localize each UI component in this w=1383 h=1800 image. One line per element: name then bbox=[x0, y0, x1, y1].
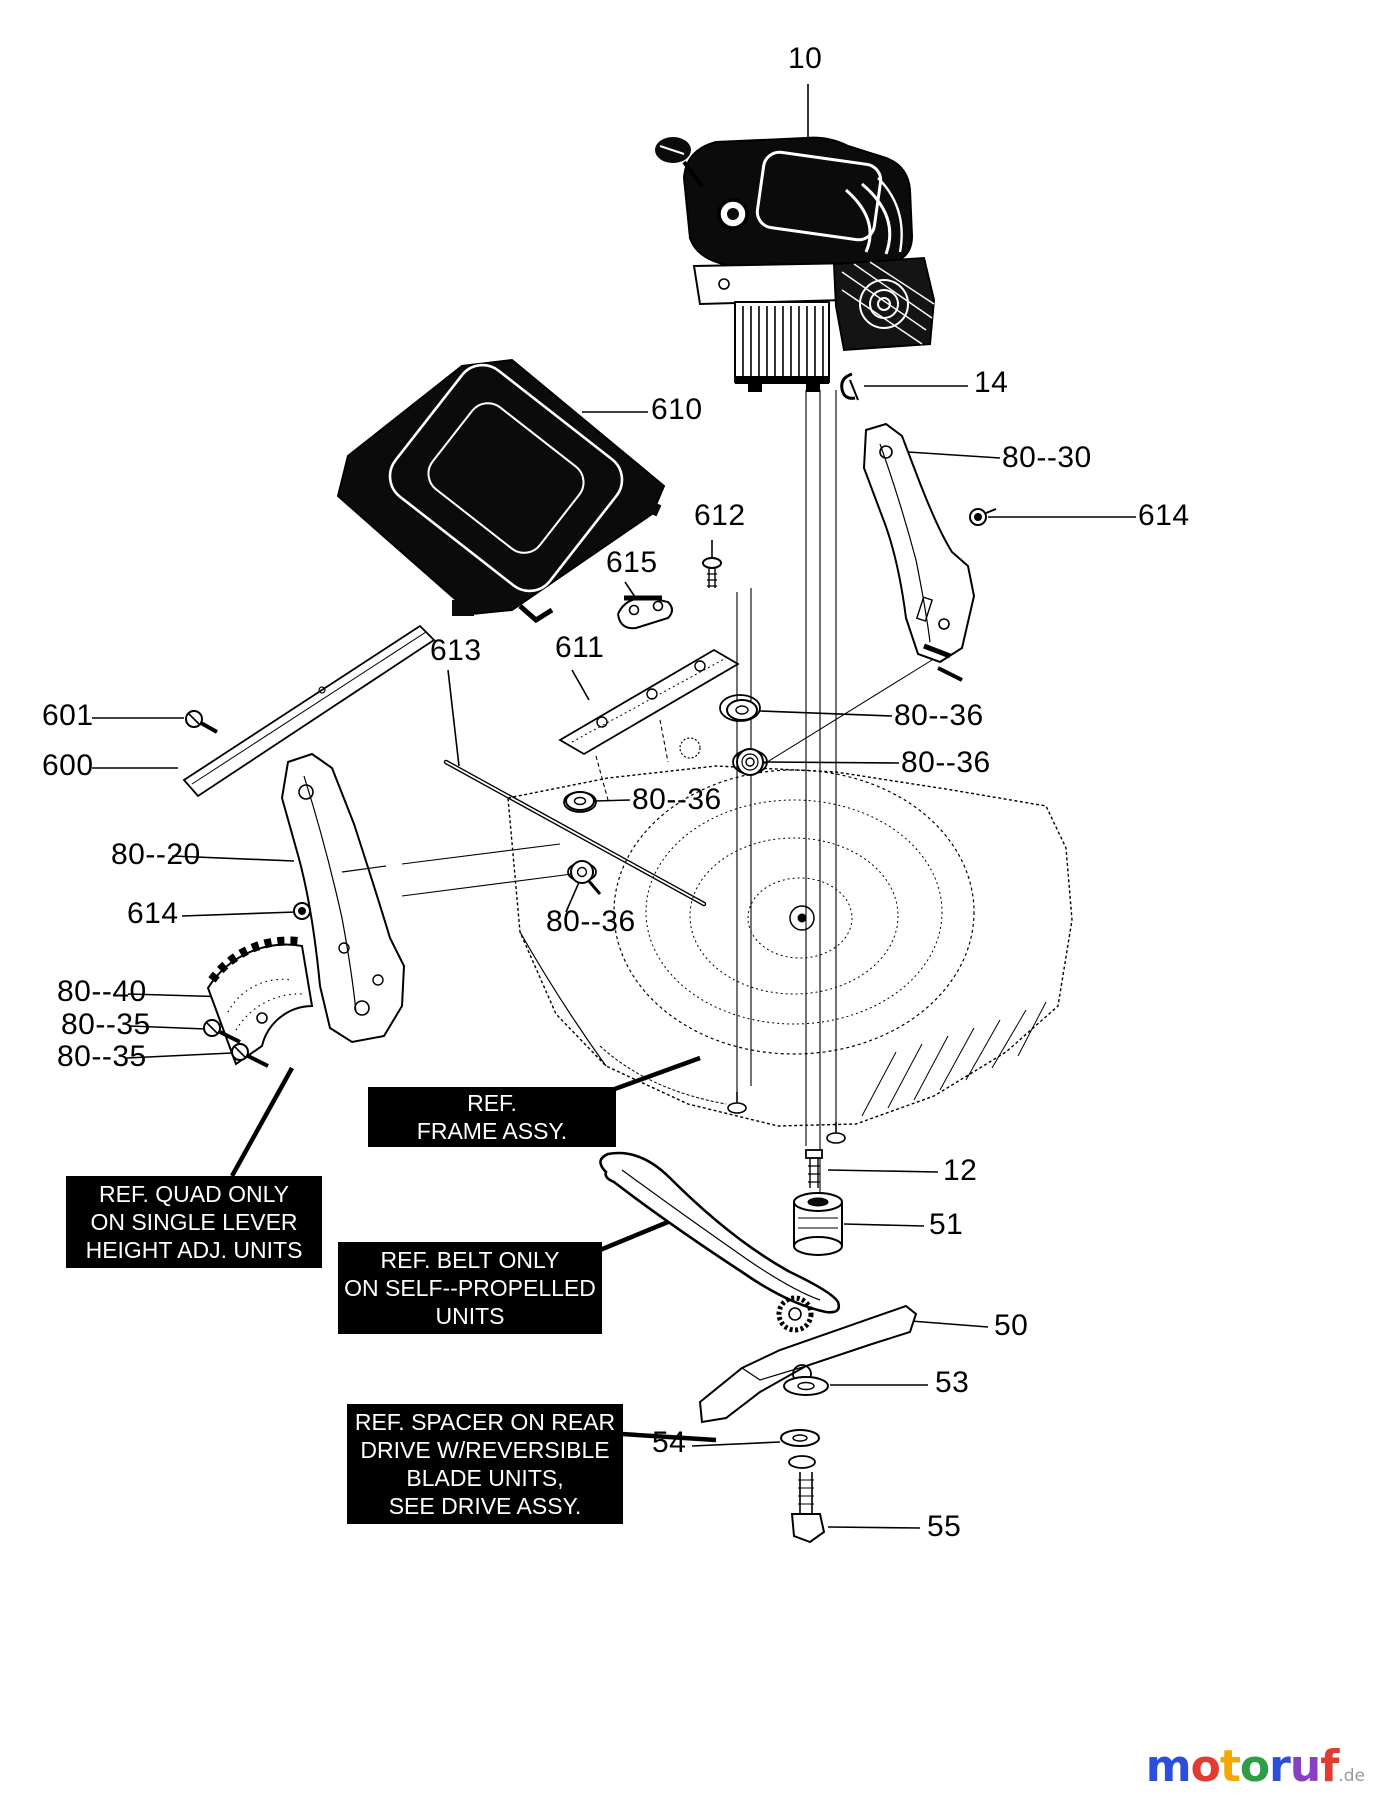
callout-text-line: REF. BELT ONLY bbox=[380, 1247, 560, 1273]
bracket-80-20 bbox=[280, 752, 406, 1044]
callout-leaders bbox=[230, 1055, 717, 1443]
part-label-53-23: 53 bbox=[935, 1366, 970, 1399]
part-label-600-10: 600 bbox=[42, 749, 94, 782]
callout-text-line: DRIVE W/REVERSIBLE bbox=[360, 1437, 610, 1463]
part-label-614-15: 614 bbox=[127, 897, 179, 930]
part-label-50-22: 50 bbox=[994, 1309, 1029, 1342]
part-label-8036-13: 80--36 bbox=[632, 783, 722, 816]
bolt-80-36-b bbox=[736, 748, 764, 776]
bolt-55 bbox=[790, 1472, 826, 1544]
bolt-80-36-c bbox=[565, 791, 595, 811]
callout-text-line: UNITS bbox=[435, 1303, 505, 1329]
nut-614-right bbox=[969, 508, 997, 526]
engine bbox=[655, 136, 936, 392]
quad-80-40 bbox=[206, 936, 314, 1066]
callout-frame-assy: REF.FRAME ASSY. bbox=[368, 1087, 616, 1147]
leader-lines bbox=[92, 84, 1136, 1529]
bar-611 bbox=[558, 648, 740, 756]
belt bbox=[599, 1151, 841, 1314]
callout-text-line: FRAME ASSY. bbox=[416, 1118, 568, 1144]
part-label-614-4: 614 bbox=[1138, 499, 1190, 532]
brand-letter: f bbox=[1320, 1741, 1339, 1792]
deck bbox=[507, 694, 1073, 1144]
callout-text-line: REF. QUAD ONLY bbox=[99, 1181, 289, 1207]
callout-text-line: REF. SPACER ON REAR bbox=[354, 1409, 616, 1435]
alignment-lines bbox=[401, 390, 933, 1192]
blade-50 bbox=[698, 1295, 918, 1424]
washer-54 bbox=[780, 1429, 820, 1469]
part-label-613-7: 613 bbox=[430, 634, 482, 667]
part-label-8036-12: 80--36 bbox=[901, 746, 991, 779]
part-label-10-0: 10 bbox=[788, 42, 823, 75]
cover-610 bbox=[336, 358, 666, 624]
part-label-8036-11: 80--36 bbox=[894, 699, 984, 732]
brand-letter: o bbox=[1190, 1741, 1221, 1792]
part-label-610-2: 610 bbox=[651, 393, 703, 426]
part-label-8040-17: 80--40 bbox=[57, 975, 147, 1008]
part-label-8030-3: 80--30 bbox=[1002, 441, 1092, 474]
bracket-80-30 bbox=[862, 422, 976, 682]
part-label-601-9: 601 bbox=[42, 699, 94, 732]
screw-601 bbox=[185, 710, 218, 734]
bolt-80-36-a bbox=[726, 699, 758, 721]
screw-80-35-a bbox=[203, 1019, 241, 1044]
part-label-14-1: 14 bbox=[974, 366, 1009, 399]
part-label-51-21: 51 bbox=[929, 1208, 964, 1241]
brand-letter: m bbox=[1145, 1741, 1192, 1792]
bolt-12 bbox=[805, 1149, 823, 1188]
part-label-8036-16: 80--36 bbox=[546, 905, 636, 938]
spacer-51 bbox=[793, 1192, 843, 1256]
part-label-615-6: 615 bbox=[606, 546, 658, 579]
callout-text-line: HEIGHT ADJ. UNITS bbox=[85, 1237, 303, 1263]
part-label-12-20: 12 bbox=[943, 1154, 978, 1187]
callout-text-line: ON SINGLE LEVER bbox=[90, 1209, 298, 1235]
brand-letter: t bbox=[1219, 1741, 1241, 1792]
washer-53 bbox=[783, 1376, 829, 1396]
plate-600 bbox=[182, 624, 436, 798]
callout-text-line: SEE DRIVE ASSY. bbox=[388, 1493, 582, 1519]
rod-613 bbox=[443, 759, 707, 907]
motoruf-logo[interactable]: motoruf.de bbox=[1146, 1741, 1365, 1792]
callout-text-line: BLADE UNITS, bbox=[406, 1465, 564, 1491]
part-label-55-25: 55 bbox=[927, 1510, 962, 1543]
clip-14 bbox=[840, 372, 859, 401]
callout-text-line: ON SELF--PROPELLED bbox=[344, 1275, 596, 1301]
part-label-611-8: 611 bbox=[555, 631, 605, 664]
brand-letter: o bbox=[1239, 1741, 1270, 1792]
part-label-612-5: 612 bbox=[694, 499, 746, 532]
screw-80-35-b bbox=[231, 1043, 269, 1068]
brand-suffix: .de bbox=[1338, 1766, 1365, 1786]
brand-letter: r bbox=[1269, 1741, 1291, 1792]
part-label-54-24: 54 bbox=[652, 1426, 687, 1459]
brand-letter: u bbox=[1289, 1741, 1321, 1792]
part-label-8035-19: 80--35 bbox=[57, 1040, 147, 1073]
screw-612 bbox=[702, 557, 722, 588]
part-label-8035-18: 80--35 bbox=[61, 1008, 151, 1041]
clamp-615 bbox=[617, 595, 673, 630]
bolt-80-36-d bbox=[570, 860, 602, 895]
brand-word: motoruf bbox=[1145, 1741, 1340, 1792]
part-label-8020-14: 80--20 bbox=[111, 838, 201, 871]
nut-614-left bbox=[293, 902, 311, 920]
callout-text-line: REF. bbox=[467, 1090, 517, 1116]
